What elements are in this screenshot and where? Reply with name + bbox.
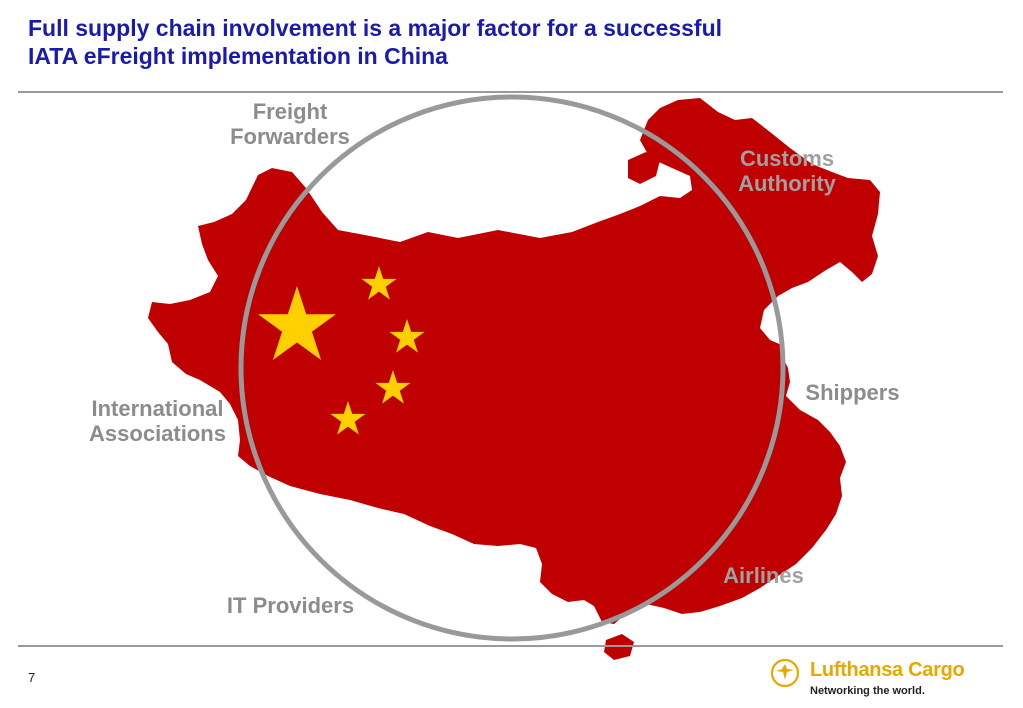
label-international-associations: International Associations (70, 396, 245, 446)
small-star-icon (361, 266, 397, 300)
label-it-providers: IT Providers (226, 593, 355, 618)
bottom-divider (18, 645, 1003, 647)
slide-title-line-2: IATA eFreight implementation in China (28, 43, 448, 69)
label-airlines: Airlines (723, 563, 804, 588)
small-star-icon (375, 370, 411, 404)
china-map (148, 98, 880, 624)
top-divider (18, 91, 1003, 93)
slide-title-line-1: Full supply chain involvement is a major… (28, 15, 723, 41)
china-map-northeast-tip (628, 152, 660, 184)
brand-name: Lufthansa Cargo (810, 659, 965, 681)
lufthansa-cargo-logo: Lufthansa Cargo Networking the world. (770, 656, 1010, 701)
small-star-icon (330, 401, 366, 435)
supply-chain-ring (238, 94, 786, 642)
label-freight-forwarders-line-2: Forwarders (230, 124, 350, 149)
label-customs-authority-line-2: Authority (738, 171, 836, 196)
label-international-associations-line-2: Associations (89, 421, 226, 446)
large-star-icon (258, 286, 336, 360)
label-freight-forwarders: Freight Forwarders (210, 99, 370, 149)
label-customs-authority: Customs Authority (712, 146, 862, 196)
slide-title: Full supply chain involvement is a major… (28, 14, 928, 70)
page-number: 7 (28, 670, 36, 685)
lufthansa-crane-icon (770, 658, 800, 688)
label-shippers: Shippers (805, 380, 900, 405)
small-star-icon (389, 319, 425, 353)
brand-tagline: Networking the world. (810, 685, 925, 697)
label-customs-authority-line-1: Customs (739, 146, 835, 171)
label-freight-forwarders-line-1: Freight (252, 99, 328, 124)
hainan-island (604, 634, 634, 660)
label-international-associations-line-1: International (91, 396, 224, 421)
